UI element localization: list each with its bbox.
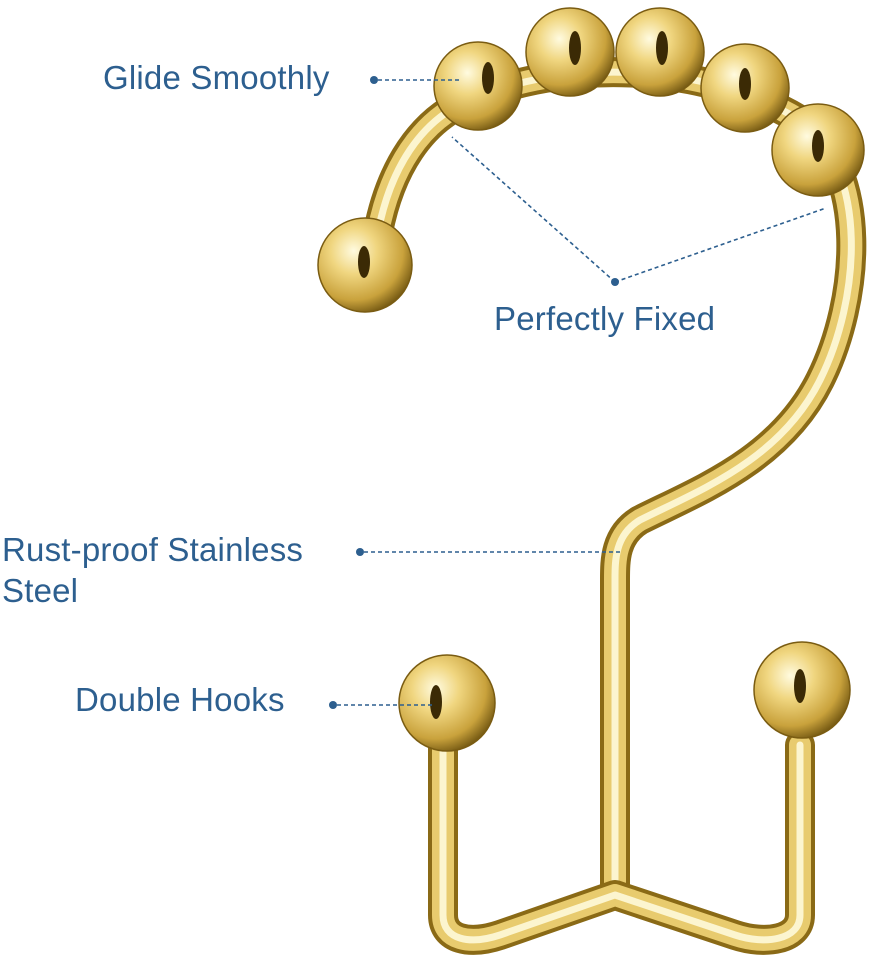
- leader-line-fixed-left: [451, 136, 616, 283]
- leader-dot: [356, 548, 364, 556]
- end-ball-left-hook: [398, 654, 496, 752]
- callout-rust-proof-line1: Rust-proof Stainless: [2, 531, 304, 568]
- callout-double-hooks: Double Hooks: [75, 681, 285, 718]
- leader-dot: [370, 76, 378, 84]
- double-hook-base: [428, 730, 815, 955]
- leader-dot: [329, 701, 337, 709]
- leader-line-fixed-right: [614, 207, 827, 283]
- roller-ball: [433, 41, 523, 131]
- end-balls: [317, 217, 851, 752]
- leader-lines: [329, 76, 827, 709]
- callout-perfectly-fixed: Perfectly Fixed: [494, 300, 716, 337]
- roller-balls: [433, 7, 865, 197]
- callout-glide-smoothly: Glide Smoothly: [103, 59, 330, 96]
- callout-rust-proof-line2: Steel: [2, 572, 79, 609]
